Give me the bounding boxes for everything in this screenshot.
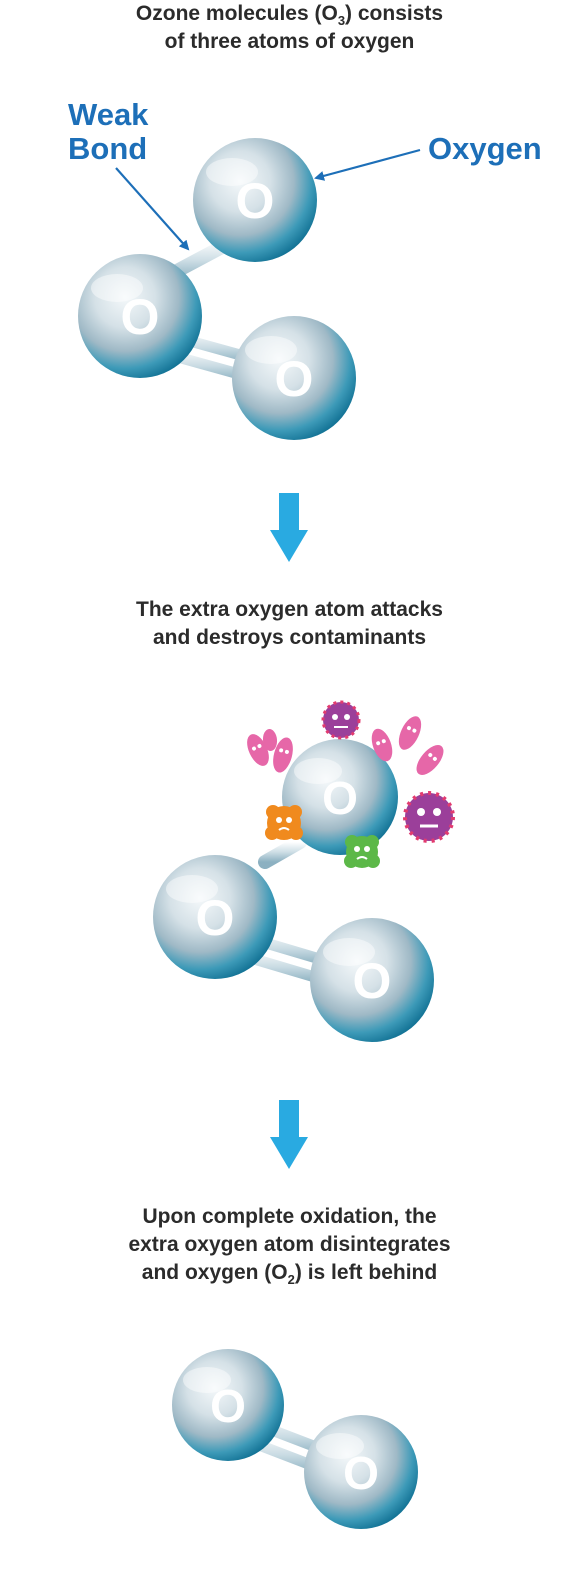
- oxygen-atom-top: O: [193, 138, 317, 262]
- pink-bacteria-icon: [273, 737, 293, 773]
- svg-text:O: O: [343, 1447, 379, 1499]
- green-germ-icon: [344, 835, 380, 868]
- oxygen-atom-attacker: O: [282, 739, 398, 855]
- weak-bond-2: [258, 835, 307, 869]
- purple-virus-icon: [403, 791, 455, 843]
- svg-text:O: O: [210, 1380, 246, 1432]
- svg-text:O: O: [236, 173, 275, 229]
- step1-caption: Ozone molecules (O3) consists of three a…: [0, 0, 579, 56]
- oxygen-molecule: O O: [172, 1349, 418, 1529]
- oxygen-pointer: [314, 148, 421, 181]
- step2-caption-line1: The extra oxygen atom attacks: [136, 598, 443, 621]
- pink-bacteria-icon: [398, 716, 422, 750]
- oxygen-atom-right: O: [232, 316, 356, 440]
- oxygen-atom-left-3: O: [172, 1349, 284, 1461]
- step3-caption: Upon complete oxidation, the extra oxyge…: [0, 1203, 579, 1287]
- attack-molecule: O O O: [153, 739, 434, 1042]
- pink-bacteria-icon: [371, 728, 393, 762]
- svg-text:O: O: [275, 351, 314, 407]
- step1-caption-line2: of three atoms of oxygen: [164, 30, 415, 53]
- svg-text:O: O: [353, 953, 392, 1009]
- contaminants: [247, 700, 455, 868]
- oxygen-atom-right-2: O: [310, 918, 434, 1042]
- oxygen-atom-left: O: [78, 254, 202, 378]
- weak-bond-label: Weak Bond: [68, 97, 149, 166]
- svg-text:O: O: [121, 289, 160, 345]
- pink-bacteria-icon: [416, 745, 444, 775]
- ozone-molecule: O O O: [78, 138, 356, 440]
- orange-germ-icon: [265, 805, 303, 840]
- step1-caption-line1: Ozone molecules (O3) consists: [135, 2, 444, 29]
- down-arrow-1: [270, 493, 308, 562]
- step2-caption: The extra oxygen atom attacks and destro…: [0, 596, 579, 652]
- step3-caption-line1: Upon complete oxidation, the: [142, 1205, 437, 1228]
- weak-bond-pointer: [115, 167, 190, 251]
- pink-bacteria-icon: [262, 729, 278, 751]
- step3-caption-line3: and oxygen (O2) is left behind: [141, 1261, 438, 1288]
- down-arrow-2: [270, 1100, 308, 1169]
- step2-caption-line2: and destroys contaminants: [152, 626, 427, 649]
- oxygen-atom-left-2: O: [153, 855, 277, 979]
- svg-text:O: O: [322, 772, 358, 824]
- oxygen-atom-right-3: O: [304, 1415, 418, 1529]
- purple-virus-icon: [321, 700, 361, 740]
- step3-caption-line2: extra oxygen atom disintegrates: [128, 1233, 451, 1256]
- svg-text:O: O: [196, 890, 235, 946]
- oxygen-label: Oxygen: [428, 131, 542, 166]
